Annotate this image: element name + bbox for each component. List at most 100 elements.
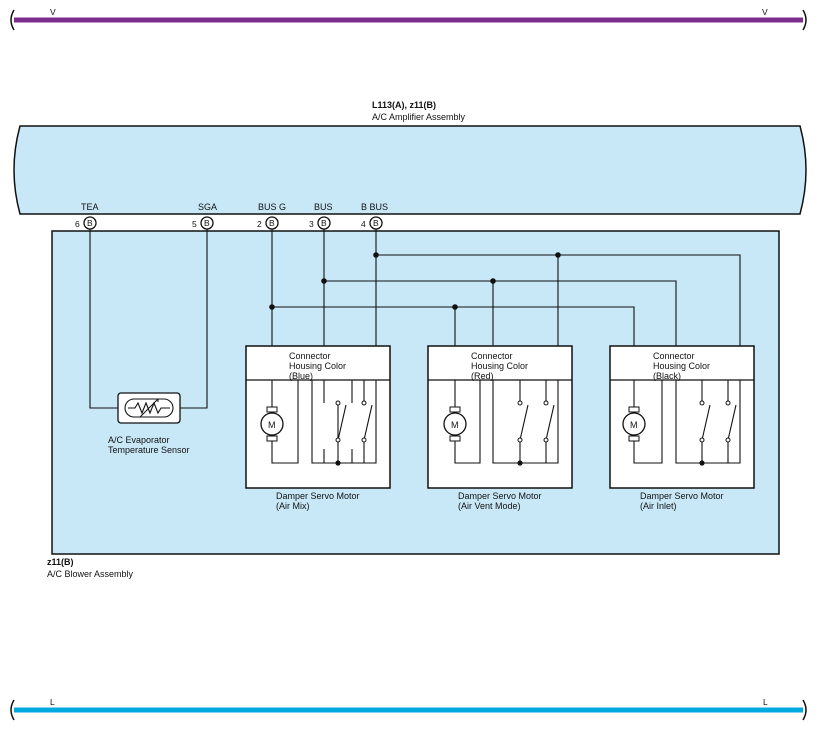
thermistor-icon <box>128 401 170 415</box>
motor-wiring <box>271 380 299 464</box>
motor-wiring <box>633 380 663 464</box>
terminal-pin: 2 <box>257 219 262 229</box>
motor-symbol: M <box>630 420 638 430</box>
switch-wiring <box>311 380 377 464</box>
terminal-signal: BUS <box>314 202 333 212</box>
junction-dot <box>555 252 561 258</box>
switch-wiring <box>675 380 741 464</box>
housing-line1: Connector <box>471 351 513 361</box>
switch-contact-right <box>363 380 373 463</box>
housing-line1: Connector <box>289 351 331 361</box>
evaporator-sensor: A/C Evaporator Temperature Sensor <box>108 392 190 455</box>
terminal-signal: BUS G <box>258 202 286 212</box>
switch-leads <box>323 380 353 463</box>
junction-dot <box>699 460 705 466</box>
terminal-conn-letter: B <box>87 218 93 228</box>
switch-terminal <box>361 400 367 406</box>
bottom-bus-right-label: L <box>763 697 768 707</box>
terminal-pin: 5 <box>192 219 197 229</box>
housing-color: (Black) <box>653 371 681 381</box>
top-bus-right-label: V <box>762 7 768 17</box>
switch-wiring <box>492 380 559 464</box>
variable-arrow-icon <box>139 398 160 418</box>
wire-sga <box>180 229 208 409</box>
top-bus-left-label: V <box>50 7 56 17</box>
terminal-conn-letter: B <box>269 218 275 228</box>
switch-terminal <box>517 400 523 406</box>
motor-terminal <box>449 435 461 442</box>
servo-motor-air-mix: Connector Housing Color (Blue) M Damper … <box>245 345 391 511</box>
blower-name: A/C Blower Assembly <box>47 569 134 579</box>
bottom-bus-right-break <box>802 699 807 721</box>
motor-terminal <box>628 435 640 442</box>
switch-terminal <box>517 437 523 443</box>
amplifier-box <box>13 125 807 215</box>
switch-terminal <box>699 400 705 406</box>
housing-line1: Connector <box>653 351 695 361</box>
switch-terminal <box>699 437 705 443</box>
junction-dot <box>335 460 341 466</box>
amplifier-assembly: L113(A), z11(B) A/C Amplifier Assembly <box>13 100 807 215</box>
housing-color: (Blue) <box>289 371 313 381</box>
housing-color: (Red) <box>471 371 494 381</box>
switch-terminal <box>725 437 731 443</box>
junction-dot <box>373 252 379 258</box>
terminal-bus: BUS 3 B <box>309 202 333 230</box>
terminal-signal: B BUS <box>361 202 388 212</box>
switch-contact-right <box>727 380 737 463</box>
motor-symbol: M <box>451 420 459 430</box>
terminal-pin: 4 <box>361 219 366 229</box>
junction-dot <box>452 304 458 310</box>
terminal-b-bus: B BUS 4 B <box>361 202 388 230</box>
switch-terminal <box>335 400 341 406</box>
motor-name: Damper Servo Motor <box>640 491 724 501</box>
top-bus: V V <box>10 7 807 31</box>
switch-terminal <box>335 437 341 443</box>
housing-line2: Housing Color <box>471 361 528 371</box>
motor-icon <box>260 412 284 436</box>
blower-code: z11(B) <box>47 557 74 567</box>
terminal-signal: TEA <box>81 202 99 212</box>
terminal-conn-letter: B <box>204 218 210 228</box>
motor-wiring <box>454 380 481 464</box>
junction-dot <box>517 460 523 466</box>
motor-terminal <box>266 435 278 442</box>
motor-icon <box>622 412 646 436</box>
sensor-label-line1: A/C Evaporator <box>108 435 170 445</box>
servo-motor-air-vent-mode: Connector Housing Color (Red) M Damper S… <box>427 345 573 511</box>
switch-terminal <box>543 437 549 443</box>
bottom-bus: L L <box>10 697 807 721</box>
switch-terminal <box>725 400 731 406</box>
junction-dot <box>321 278 327 284</box>
top-bus-right-break <box>802 9 807 31</box>
wire-tea <box>89 229 118 409</box>
switch-terminal <box>361 437 367 443</box>
motor-terminal <box>266 406 278 413</box>
motor-name: Damper Servo Motor <box>276 491 360 501</box>
motor-type: (Air Mix) <box>276 501 310 511</box>
motor-symbol: M <box>268 420 276 430</box>
housing-line2: Housing Color <box>653 361 710 371</box>
terminal-bus-g: BUS G 2 B <box>257 202 286 230</box>
wire-bus-branch <box>324 280 677 346</box>
wiring <box>89 229 741 409</box>
junction-dots <box>269 252 561 310</box>
motor-type: (Air Inlet) <box>640 501 677 511</box>
amplifier-name: A/C Amplifier Assembly <box>372 112 466 122</box>
switch-contact-right <box>545 380 555 463</box>
motor-name: Damper Servo Motor <box>458 491 542 501</box>
wire-bus-g-branch <box>272 306 635 346</box>
motor-terminal <box>449 406 461 413</box>
terminal-pin: 6 <box>75 219 80 229</box>
housing-line2: Housing Color <box>289 361 346 371</box>
motor-box <box>609 345 755 489</box>
terminal-conn-letter: B <box>373 218 379 228</box>
terminal-signal: SGA <box>198 202 217 212</box>
switch-terminal <box>543 400 549 406</box>
amplifier-code: L113(A), z11(B) <box>372 100 436 110</box>
top-bus-left-break <box>10 9 15 31</box>
wire-b-bus-branch <box>376 254 741 346</box>
motor-icon <box>443 412 467 436</box>
terminal-conn-letter: B <box>321 218 327 228</box>
